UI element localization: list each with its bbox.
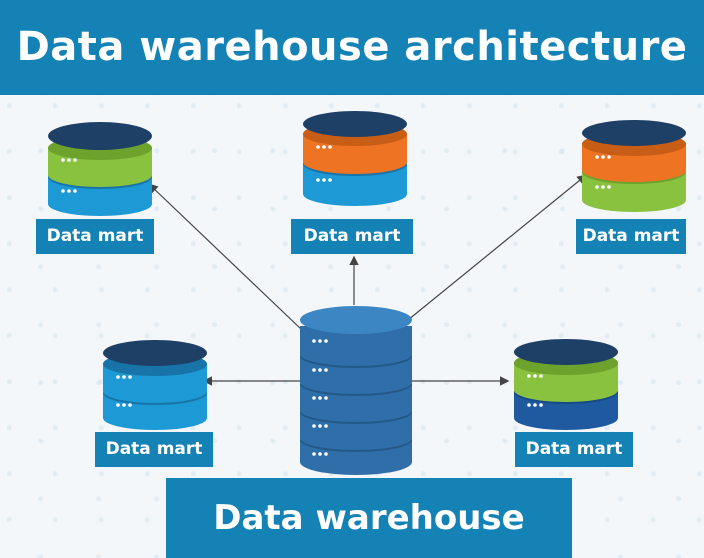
data-mart-2-label: Data mart: [291, 219, 413, 254]
data-warehouse-icon: [300, 306, 412, 475]
data-warehouse-banner: Data warehouse: [166, 478, 572, 558]
data-mart-5-label: Data mart: [515, 432, 633, 467]
data-mart-3-label: Data mart: [576, 219, 686, 254]
data-warehouse-label: Data warehouse: [213, 498, 525, 538]
data-mart-5-icon: [514, 339, 618, 430]
arrows: [148, 174, 587, 386]
data-mart-4-icon: [103, 340, 207, 430]
diagram-title: Data warehouse architecture: [16, 24, 688, 70]
arrow-to-mart-1: [148, 183, 303, 331]
data-mart-4-label: Data mart: [95, 432, 213, 467]
data-mart-3-icon: [582, 120, 686, 212]
header-banner: Data warehouse architecture: [0, 0, 704, 95]
arrow-to-mart-3: [407, 174, 587, 321]
data-mart-1-icon: [48, 122, 152, 216]
data-mart-1-label: Data mart: [36, 219, 154, 254]
data-mart-2-icon: [303, 111, 407, 206]
